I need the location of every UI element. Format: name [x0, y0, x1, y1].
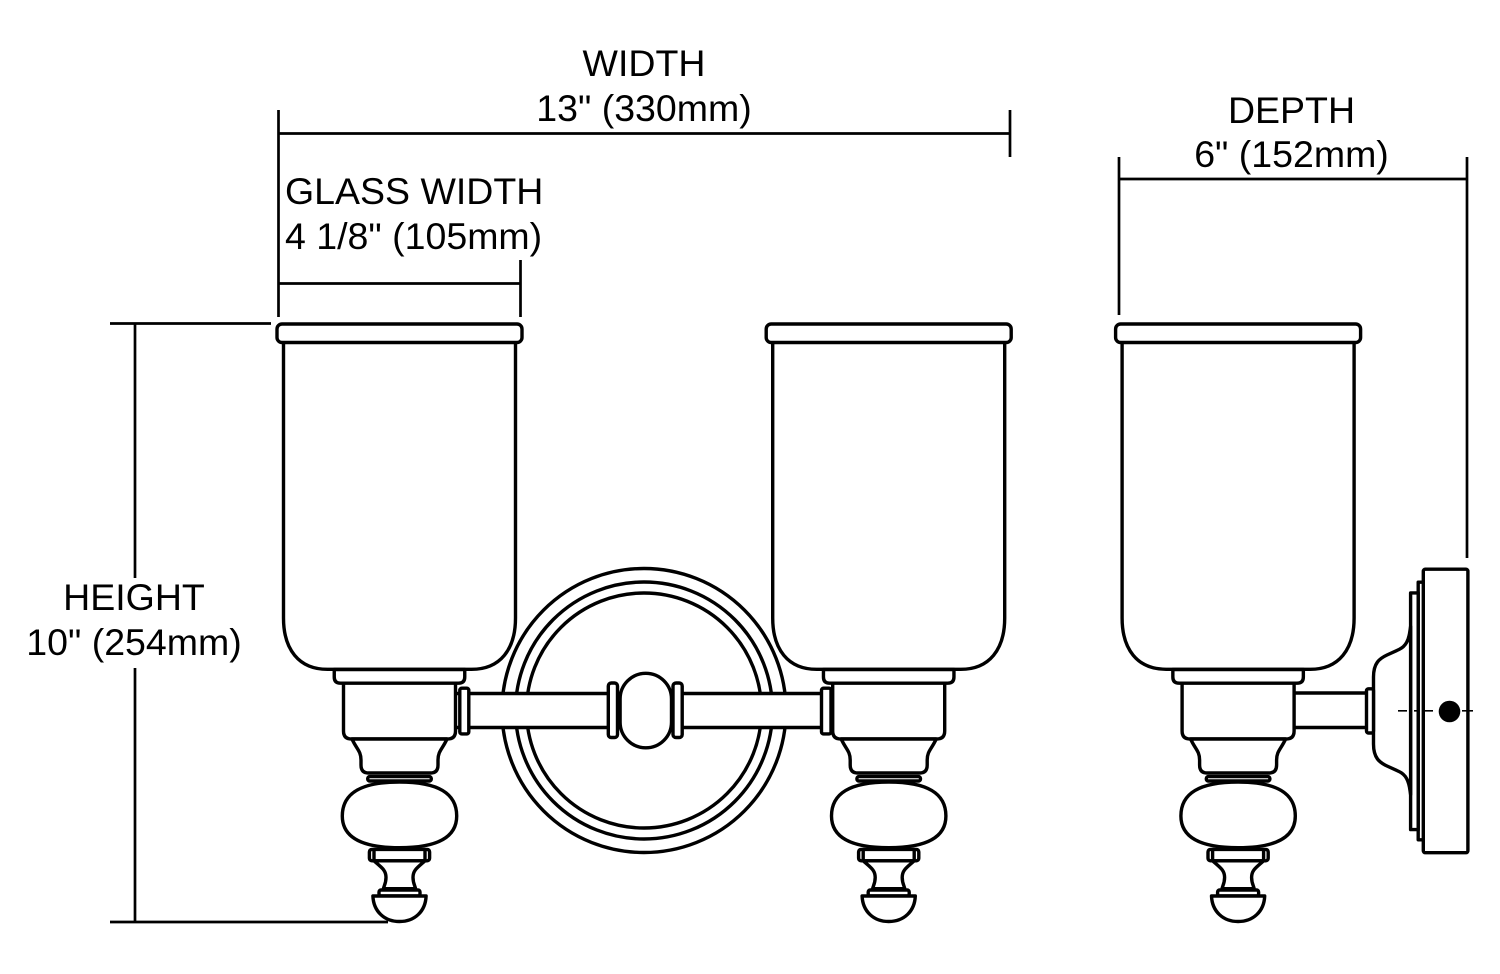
svg-text:WIDTH: WIDTH: [583, 42, 706, 84]
svg-text:10" (254mm): 10" (254mm): [26, 621, 241, 663]
svg-text:13" (330mm): 13" (330mm): [536, 87, 751, 129]
svg-text:HEIGHT: HEIGHT: [63, 576, 205, 618]
svg-text:DEPTH: DEPTH: [1228, 89, 1355, 131]
svg-text:4 1/8" (105mm): 4 1/8" (105mm): [285, 215, 542, 257]
svg-text:6" (152mm): 6" (152mm): [1194, 133, 1389, 175]
svg-text:GLASS WIDTH: GLASS WIDTH: [285, 170, 543, 212]
